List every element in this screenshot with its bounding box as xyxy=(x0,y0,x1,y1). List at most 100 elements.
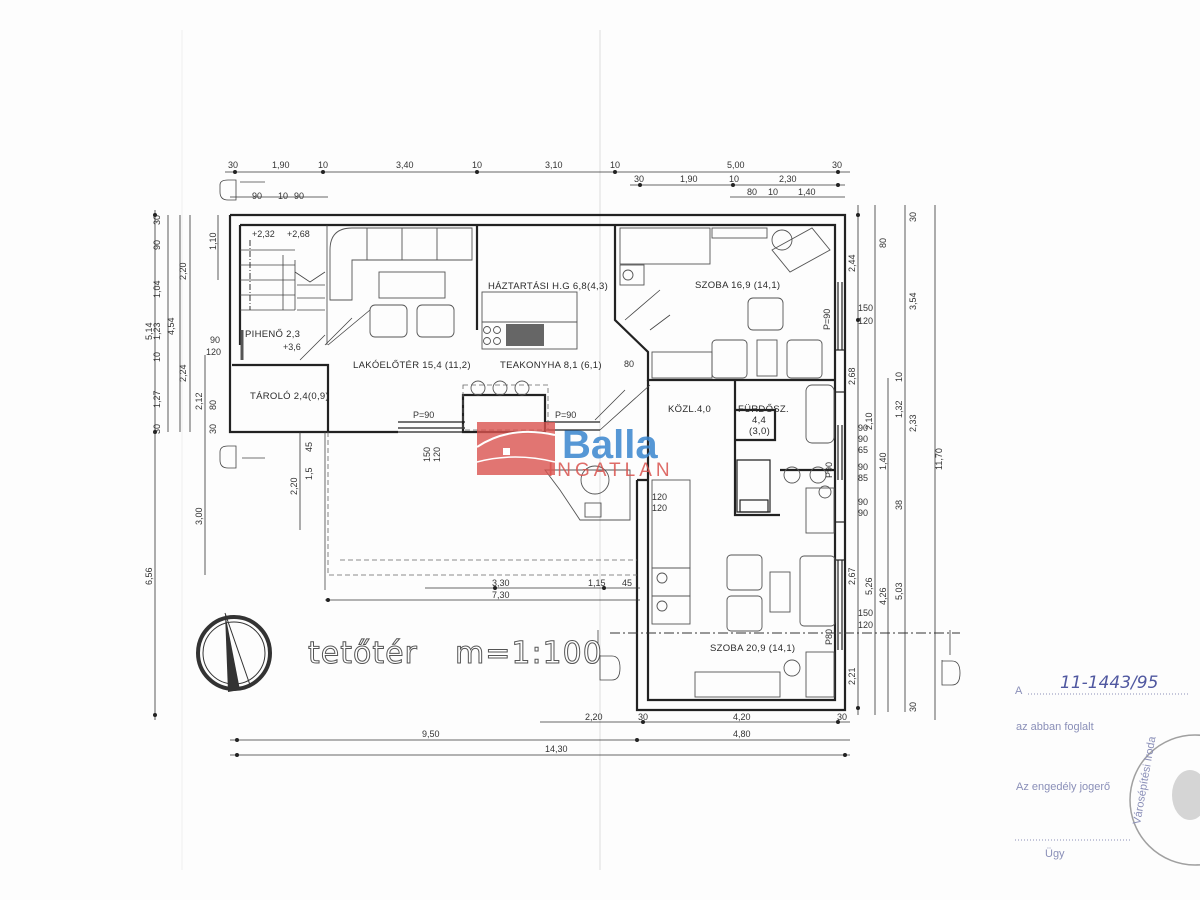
dim-label: 2,33 xyxy=(908,414,918,432)
dim-label: 1,90 xyxy=(680,174,698,184)
dimensions-top: 30 1,90 10 3,40 10 3,10 10 5,00 30 30 1,… xyxy=(228,160,842,201)
dim-label: 120 xyxy=(858,620,873,630)
dim-label: 120 xyxy=(652,492,667,502)
room-label-tarolo: TÁROLÓ 2,4(0,9) xyxy=(250,391,329,402)
dim-label: 7,30 xyxy=(492,590,510,600)
stamp-text: az abban foglalt xyxy=(1016,721,1094,733)
dim-label: 2,20 xyxy=(178,262,188,280)
dim-label: 1,40 xyxy=(798,187,816,197)
dimension-lines xyxy=(153,170,936,757)
dim-label: 10 xyxy=(152,352,162,362)
window-label: P80 xyxy=(824,629,834,645)
dim-label: 90 xyxy=(858,462,868,472)
dim-label: 1,10 xyxy=(208,232,218,250)
dim-label: 80 xyxy=(747,187,757,197)
dim-label: 90 xyxy=(152,240,162,250)
dim-label: 3,54 xyxy=(908,292,918,310)
stamp-text: Az engedély jogerő xyxy=(1016,781,1110,793)
dim-label: 120 xyxy=(206,347,221,357)
section-marker-icon xyxy=(219,445,265,469)
dim-label: 90 xyxy=(858,423,868,433)
dim-label: 10 xyxy=(768,187,778,197)
room-label-szoba-2: SZOBA 20,9 (14,1) xyxy=(710,643,795,654)
dim-label: 80 xyxy=(624,359,634,369)
furniture xyxy=(329,227,960,698)
dim-label: 11,70 xyxy=(934,448,944,470)
dim-label: 1,5 xyxy=(304,467,314,480)
dim-label: 4,80 xyxy=(733,729,751,739)
dim-label: 120 xyxy=(858,316,873,326)
dim-label: 1,90 xyxy=(272,160,290,170)
room-labels: HÁZTARTÁSI H.G 6,8(4,3) SZOBA 16,9 (14,1… xyxy=(245,229,834,654)
dim-label: 10 xyxy=(610,160,620,170)
dim-label: 1,23 xyxy=(152,322,162,340)
dim-label: 90 xyxy=(252,191,262,201)
dim-label: 5,26 xyxy=(864,577,874,595)
room-label-piheno: PIHENŐ 2,3 xyxy=(245,329,300,340)
watermark-logo: Balla INGATLAN xyxy=(476,422,674,481)
window-label: P=90 xyxy=(555,410,576,420)
dim-label: 80 xyxy=(878,238,888,248)
dim-label: 45 xyxy=(304,442,314,452)
dim-label: 120 xyxy=(652,503,667,513)
dim-label: 4,54 xyxy=(166,317,176,335)
dim-label: 3,00 xyxy=(194,507,204,525)
dim-label: 90 xyxy=(858,497,868,507)
stamp-text: Ügy xyxy=(1045,848,1065,860)
stamp-prefix: A xyxy=(1015,685,1023,697)
dim-label: 9,50 xyxy=(422,729,440,739)
dim-label: 1,27 xyxy=(152,390,162,408)
dim-label: 90 xyxy=(858,508,868,518)
dim-label: 1,40 xyxy=(878,452,888,470)
room-label-teakonyha: TEAKONYHA 8,1 (6,1) xyxy=(500,360,602,371)
dim-label: 30 xyxy=(638,712,648,722)
dim-label: 1,04 xyxy=(152,280,162,298)
dim-label: 2,68 xyxy=(847,367,857,385)
dim-label: 150 xyxy=(422,447,432,462)
section-marker-icon xyxy=(219,179,265,201)
dim-label: 2,20 xyxy=(585,712,603,722)
dim-label: 38 xyxy=(894,500,904,510)
dim-label: 2,21 xyxy=(847,667,857,685)
watermark-sub: INGATLAN xyxy=(548,460,674,481)
window-label: P=90 xyxy=(413,410,434,420)
dim-label: 80 xyxy=(208,400,218,410)
dim-label: 2,20 xyxy=(289,477,299,495)
window-label: P=90 xyxy=(822,309,832,330)
dimensions-left: 5,14 30 90 1,04 1,23 10 1,27 30 2,20 4,5… xyxy=(144,215,442,585)
dim-label: 2,30 xyxy=(779,174,797,184)
dim-label: 45 xyxy=(622,578,632,588)
stamp-seal xyxy=(1129,734,1200,866)
plan-scale: m=1:100 xyxy=(455,636,603,671)
window-label: P90 xyxy=(824,462,834,478)
dim-label: 30 xyxy=(152,215,162,225)
dim-label: 3,30 xyxy=(492,578,510,588)
dim-label: 1,15 xyxy=(588,578,606,588)
dim-label: 30 xyxy=(634,174,644,184)
room-label-kozl: KÖZL.4,0 xyxy=(668,404,711,415)
room-label-furdo-net: (3,0) xyxy=(749,426,770,437)
dim-label: 3,40 xyxy=(396,160,414,170)
north-arrow-icon xyxy=(196,612,272,692)
dim-label: 2,44 xyxy=(847,254,857,272)
dim-label: 2,67 xyxy=(847,567,857,585)
section-marker-icon xyxy=(597,630,621,681)
dim-label: 150 xyxy=(858,608,873,618)
dim-label: 5,03 xyxy=(894,582,904,600)
dim-label: 4,20 xyxy=(733,712,751,722)
dim-label: 90 xyxy=(858,434,868,444)
level-mark: +3,6 xyxy=(283,342,301,352)
dimensions-right: 2,44 80 30 3,54 150 120 2,68 10 1,32 2,1… xyxy=(847,212,944,712)
dim-label: 5,00 xyxy=(727,160,745,170)
level-mark: +2,68 xyxy=(287,229,310,239)
plan-title: tetőtér xyxy=(308,636,418,671)
dim-label: 30 xyxy=(208,424,218,434)
dim-label: 1,32 xyxy=(894,400,904,418)
dim-label: 90 xyxy=(210,335,220,345)
dim-label: 150 xyxy=(858,303,873,313)
dimensions-bottom: 2,20 30 4,20 30 9,50 4,80 14,30 3,30 1,1… xyxy=(422,359,847,754)
dim-label: 10 xyxy=(278,191,288,201)
dim-label: 10 xyxy=(472,160,482,170)
